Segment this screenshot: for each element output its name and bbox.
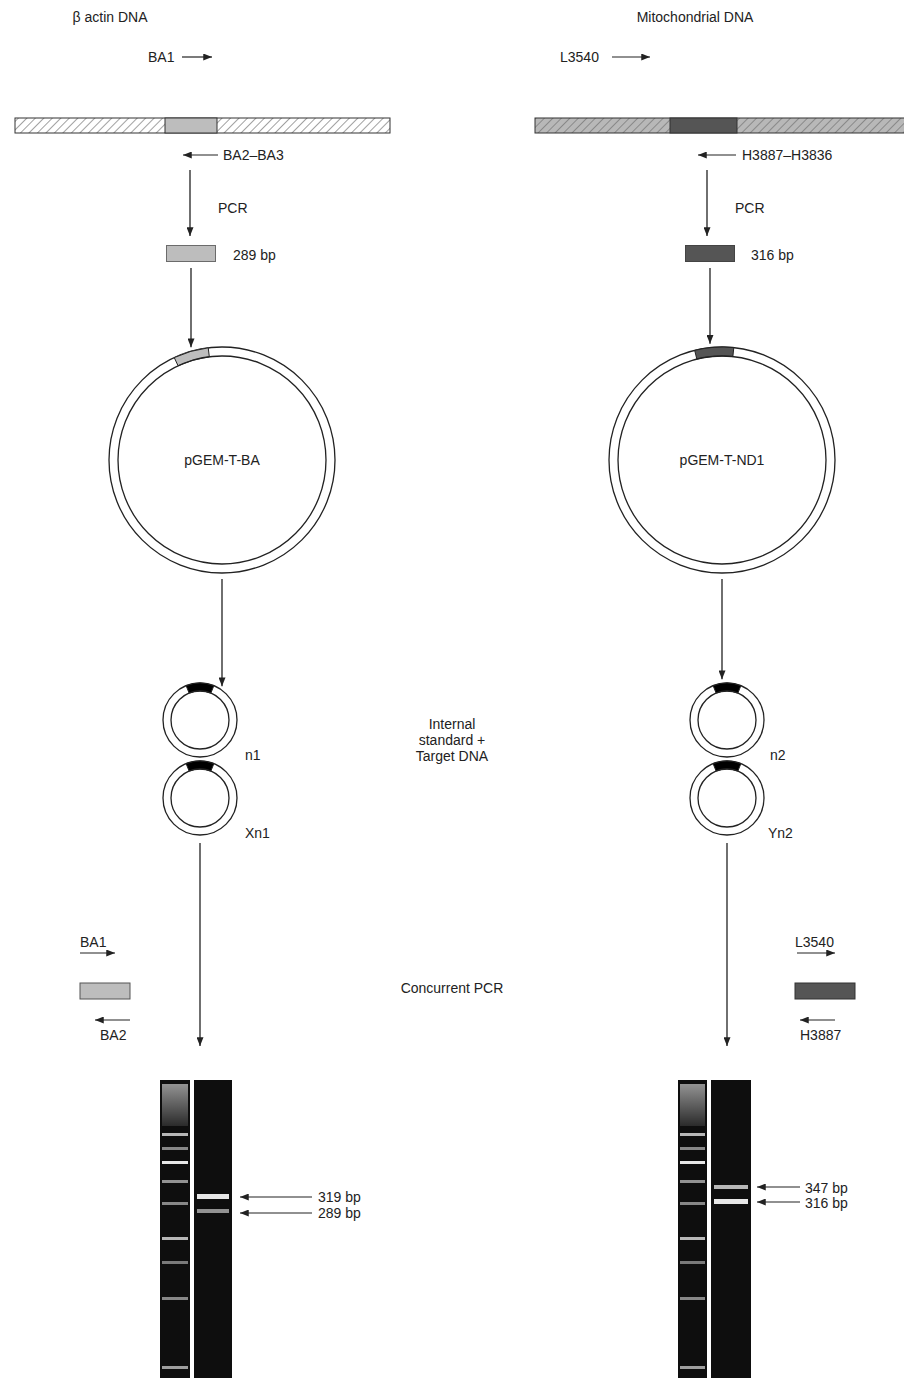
target-plasmid: Yn2 [690,761,764,835]
plasmid-circle: pGEM-T-BA [109,347,335,573]
step-note: Internal standard + Target DNA [414,716,490,764]
node-label: n2 [770,747,786,763]
outer-ring [690,683,764,757]
column-heading: Mitochondrial DNA [637,9,754,25]
primer-arrow [182,57,736,155]
insert-segment [695,347,734,359]
inner-ring [618,356,826,564]
gel-image [678,1080,751,1378]
primer-name: BA2–BA3 [223,147,284,163]
inner-ring [698,769,756,827]
column-heading: β actin DNA [73,9,148,25]
process-arrow [190,170,727,1046]
amplicon-schematic [80,953,130,1020]
step-label: PCR [218,200,248,216]
process-arrow [221,579,222,686]
band-size: 316 bp [805,1195,848,1211]
outer-ring [163,683,237,757]
process-arrow [721,579,722,679]
plasmid-circle: pGEM-T-ND1 [609,347,835,573]
primer-name: BA1 [80,934,106,950]
circle-outline [163,683,237,757]
band-size: 289 bp [318,1205,361,1221]
circle-outline [690,761,764,835]
target-plasmid: Xn1 [163,761,237,835]
outer-ring [690,761,764,835]
amplicon-schematic [795,953,855,1020]
primer-name: H3887–H3836 [742,147,832,163]
standard-plasmid: n2 [690,683,764,757]
insert-segment [174,348,209,366]
primer-name: L3540 [560,49,599,65]
outer-ring [609,347,835,573]
step-label: Concurrent PCR [401,980,504,996]
primer-name: BA1 [148,49,174,65]
standard-plasmid: n1 [163,683,237,757]
inner-ring [171,769,229,827]
circle-outline [690,683,764,757]
outer-ring [163,761,237,835]
node-label: n1 [245,747,261,763]
band-size: 319 bp [318,1189,361,1205]
inner-ring [698,691,756,749]
process-arrow [709,268,710,344]
node-label: Xn1 [245,825,270,841]
pcr-product-box: 289 bp [166,245,216,262]
plasmid-name: pGEM-T-ND1 [680,452,765,468]
step-label: PCR [735,200,765,216]
pcr-product-box: 316 bp [685,245,735,262]
plasmid-name: pGEM-T-BA [184,452,259,468]
dna-bar [535,118,904,133]
dna-bar [15,118,390,133]
process-arrow [190,268,191,347]
circle-outline [163,761,237,835]
primer-name: L3540 [795,934,834,950]
primer-name: H3887 [800,1027,841,1043]
gel-image [160,1080,232,1378]
primer-name: BA2 [100,1027,126,1043]
inner-ring [118,356,326,564]
band-size: 347 bp [805,1180,848,1196]
node-label: Yn2 [768,825,793,841]
outer-ring [109,347,335,573]
inner-ring [171,691,229,749]
node-label: 316 bp [751,246,794,262]
node-label: 289 bp [233,246,276,262]
